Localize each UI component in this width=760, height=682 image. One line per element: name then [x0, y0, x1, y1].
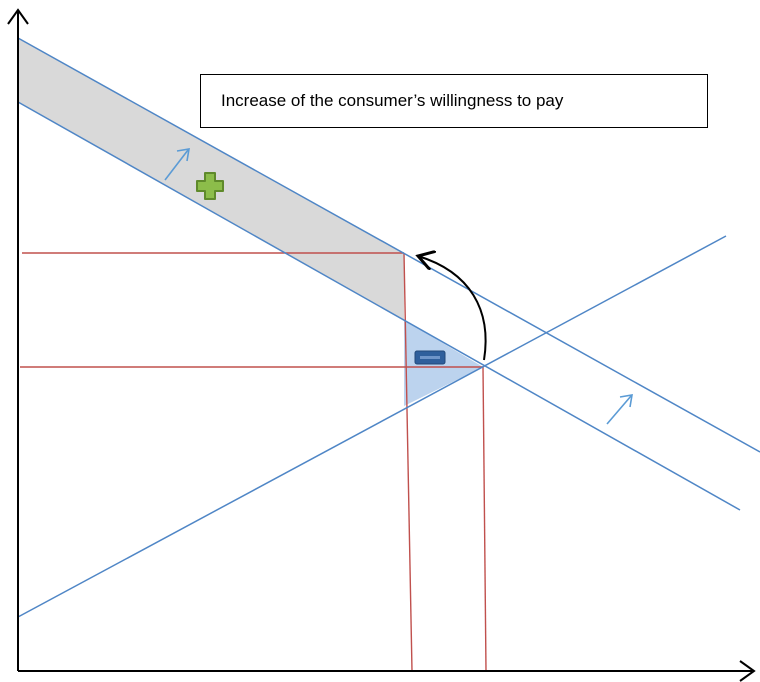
plus-icon: [196, 172, 224, 200]
curved-arrow-icon: [418, 256, 487, 361]
x-axis: [18, 660, 756, 682]
annotation-box: Increase of the consumer’s willingness t…: [200, 74, 708, 128]
diagonal-arrow-icon: [164, 148, 190, 181]
high-quantity-line: [403, 252, 413, 672]
minus-icon: [414, 350, 446, 365]
diagonal-arrow-icon: [606, 394, 633, 425]
annotation-text: Increase of the consumer’s willingness t…: [221, 91, 564, 110]
shifted-demand-curve: [17, 37, 760, 453]
y-axis: [7, 8, 29, 671]
original-demand-curve: [17, 101, 741, 511]
supply-curve: [17, 235, 727, 618]
low-quantity-line: [482, 366, 487, 672]
